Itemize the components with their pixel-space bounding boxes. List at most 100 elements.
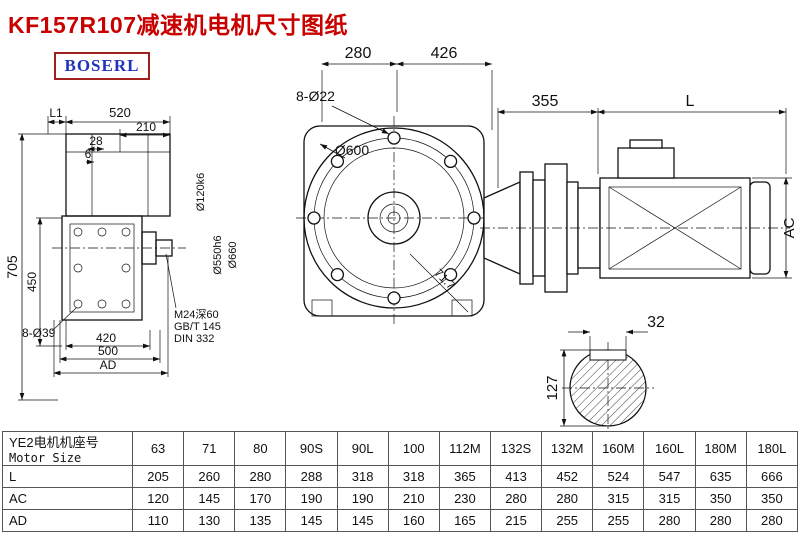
dim-cell: 365 (438, 465, 491, 488)
dim-ad-label: AD (100, 358, 117, 372)
dim-cell: 666 (745, 465, 799, 488)
dim-8xd39-label: 8-Ø39 (22, 326, 56, 340)
size-header-cell: 112M (438, 431, 491, 466)
dim-cell: 315 (643, 487, 696, 510)
dim-cell: 547 (643, 465, 696, 488)
dim-cell: 160 (387, 509, 440, 532)
motor-size-label-en: Motor Size (9, 451, 82, 465)
side-view-mount-flange (61, 215, 143, 321)
dim-8xd22-label: 8-Ø22 (296, 88, 335, 104)
dim-500-label: 500 (98, 344, 118, 358)
dimension-table: YE2电机机座号 Motor Size 63 71 80 90S 90L 100… (2, 431, 799, 532)
side-view-upper-housing (65, 133, 171, 217)
size-header-cell: 63 (131, 431, 185, 466)
dim-cell: 255 (592, 509, 645, 532)
dim-420-label: 420 (96, 331, 116, 345)
dim-cell: 315 (592, 487, 645, 510)
dim-cell: 635 (694, 465, 747, 488)
technical-drawing: L1 520 210 28 6 705 450 420 500 (4, 45, 798, 432)
dim-426-label: 426 (431, 45, 458, 62)
size-header-cell: 90L (336, 431, 389, 466)
dim-L-label: L (686, 93, 695, 110)
dim-cell: 190 (336, 487, 389, 510)
tap-note-m24: M24深60 (174, 308, 219, 321)
dim-cell: 145 (183, 487, 236, 510)
side-view (52, 133, 186, 321)
dim-cell: 210 (387, 487, 440, 510)
dim-355-label: 355 (532, 93, 559, 110)
dim-cell: 318 (387, 465, 440, 488)
size-header-cell: 180L (745, 431, 799, 466)
dim-cell: 135 (234, 509, 287, 532)
dim-520-label: 520 (109, 105, 131, 120)
dim-cell: 170 (234, 487, 287, 510)
side-view-output-shaft (155, 239, 173, 257)
brand-logo: BOSERL (54, 52, 150, 80)
size-header-cell: 132M (541, 431, 594, 466)
dim-cell: 280 (541, 487, 594, 510)
table-row-AD: AD 110 130 135 145 145 160 165 215 255 2… (2, 509, 799, 532)
dim-cell: 260 (183, 465, 236, 488)
dim-cell: 215 (489, 509, 543, 532)
dim-cell: 318 (336, 465, 389, 488)
dim-cell: 230 (438, 487, 491, 510)
size-header-cell: 80 (234, 431, 287, 466)
dim-cell: 524 (592, 465, 645, 488)
dim-cell: 452 (541, 465, 594, 488)
dim-cell: 350 (745, 487, 799, 510)
shaft-keyway (589, 349, 627, 361)
page-title: KF157R107减速机电机尺寸图纸 (8, 12, 349, 38)
dim-32-label: 32 (647, 314, 665, 331)
dim-280-label: 280 (345, 45, 372, 62)
dim-127-label: 127 (544, 375, 561, 400)
dim-cell: 110 (131, 509, 185, 532)
dim-cell: 413 (489, 465, 543, 488)
dim-6-label: 6 (85, 147, 92, 161)
size-header-cell: 90S (285, 431, 338, 466)
dim-cell: 205 (131, 465, 185, 488)
dim-cell: 280 (234, 465, 287, 488)
dim-cell: 280 (745, 509, 799, 532)
dim-210-label: 210 (136, 120, 156, 134)
dim-cell: 165 (438, 509, 491, 532)
row-label: AC (2, 487, 133, 510)
dim-shaft-dia-label: Ø120k6 (195, 173, 207, 212)
size-header-cell: 100 (387, 431, 440, 466)
motor-view (480, 139, 790, 293)
size-header-cell: 160L (643, 431, 696, 466)
dim-cell: 280 (643, 509, 696, 532)
row-label: AD (2, 509, 133, 532)
dim-705-label: 705 (4, 255, 20, 279)
tap-note-din: DIN 332 (174, 333, 214, 345)
motor-size-label-cn: YE2电机机座号 (9, 435, 99, 450)
dim-cell: 350 (694, 487, 747, 510)
size-header-cell: 160M (592, 431, 645, 466)
dim-cell: 120 (131, 487, 185, 510)
size-header-cell: 71 (183, 431, 236, 466)
table-row-AC: AC 120 145 170 190 190 210 230 280 280 3… (2, 487, 799, 510)
dim-cell: 288 (285, 465, 338, 488)
dim-cell: 190 (285, 487, 338, 510)
dim-outer-dia-label: Ø660 (227, 242, 239, 269)
dim-cell: 145 (285, 509, 338, 532)
dim-cell: 130 (183, 509, 236, 532)
row-label: L (2, 465, 133, 488)
dim-cell: 280 (489, 487, 543, 510)
motor-terminal-box (617, 147, 675, 179)
shaft-section-circle (569, 349, 647, 427)
dim-d600-label: Ø600 (335, 142, 369, 158)
dim-flange-dia-label: Ø550h6 (212, 235, 224, 274)
table-header-row: YE2电机机座号 Motor Size 63 71 80 90S 90L 100… (2, 431, 799, 466)
dim-450-label: 450 (25, 272, 39, 292)
front-view (296, 116, 492, 326)
size-header-cell: 132S (489, 431, 543, 466)
shaft-end-view: 32 127 (544, 314, 665, 432)
dim-AC-label: AC (781, 217, 798, 238)
tap-note-gbt: GB/T 145 (174, 321, 221, 333)
side-view-dimensions: L1 520 210 28 6 705 450 420 500 (4, 105, 239, 401)
dim-l1-label: L1 (49, 106, 63, 120)
size-header-cell: 180M (694, 431, 747, 466)
dim-cell: 280 (694, 509, 747, 532)
table-row-L: L 205 260 280 288 318 318 365 413 452 52… (2, 465, 799, 488)
